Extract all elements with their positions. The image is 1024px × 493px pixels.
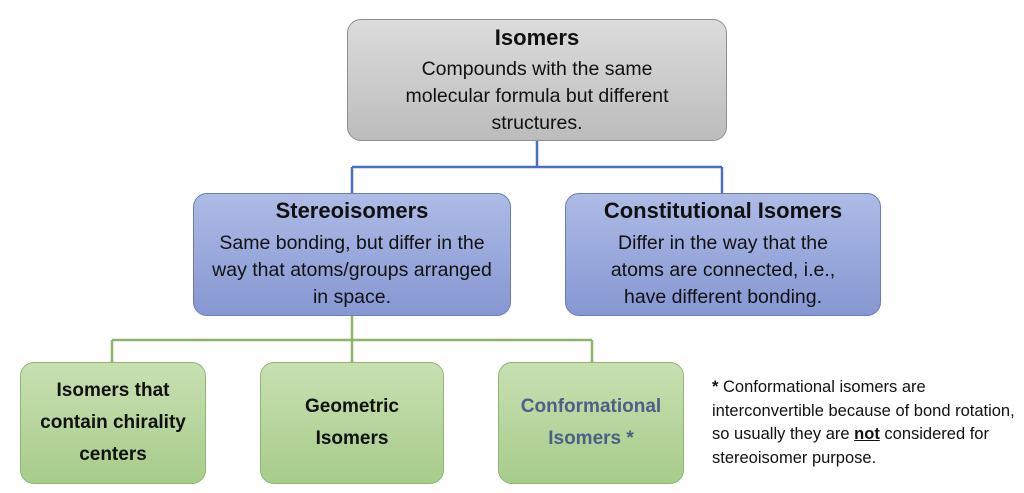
constitutional-isomers-title: Constitutional Isomers [603,198,843,223]
footnote-emphasis: not [854,425,880,443]
footnote-text: * Conformational isomers are interconver… [712,376,1022,470]
isomers-box: Isomers Compounds with the same molecula… [347,19,727,141]
geometric-isomers-label: Geometric Isomers [305,396,399,449]
stereoisomers-box: Stereoisomers Same bonding, but differ i… [193,193,511,316]
conformational-isomers-box: Conformational Isomers * [498,362,684,484]
stereoisomers-description: Same bonding, but differ in the way that… [212,232,492,308]
chirality-isomers-box: Isomers that contain chirality centers [20,362,206,484]
footnote-asterisk: * [712,378,719,396]
footnote-body-end: considered for stereoisomer purpose. [712,425,989,467]
isomers-description: Compounds with the same molecular formul… [405,58,669,134]
geometric-isomers-box: Geometric Isomers [260,362,444,484]
isomers-title: Isomers [494,25,580,50]
stereoisomers-title: Stereoisomers [275,198,429,223]
constitutional-isomers-description: Differ in the way that the atoms are con… [610,232,836,308]
constitutional-isomers-box: Constitutional Isomers Differ in the way… [565,193,881,316]
footnote-body-start: Conformational isomers are interconverti… [712,378,1015,443]
chirality-isomers-label: Isomers that contain chirality centers [40,380,186,465]
conformational-isomers-label: Conformational Isomers * [520,396,662,449]
